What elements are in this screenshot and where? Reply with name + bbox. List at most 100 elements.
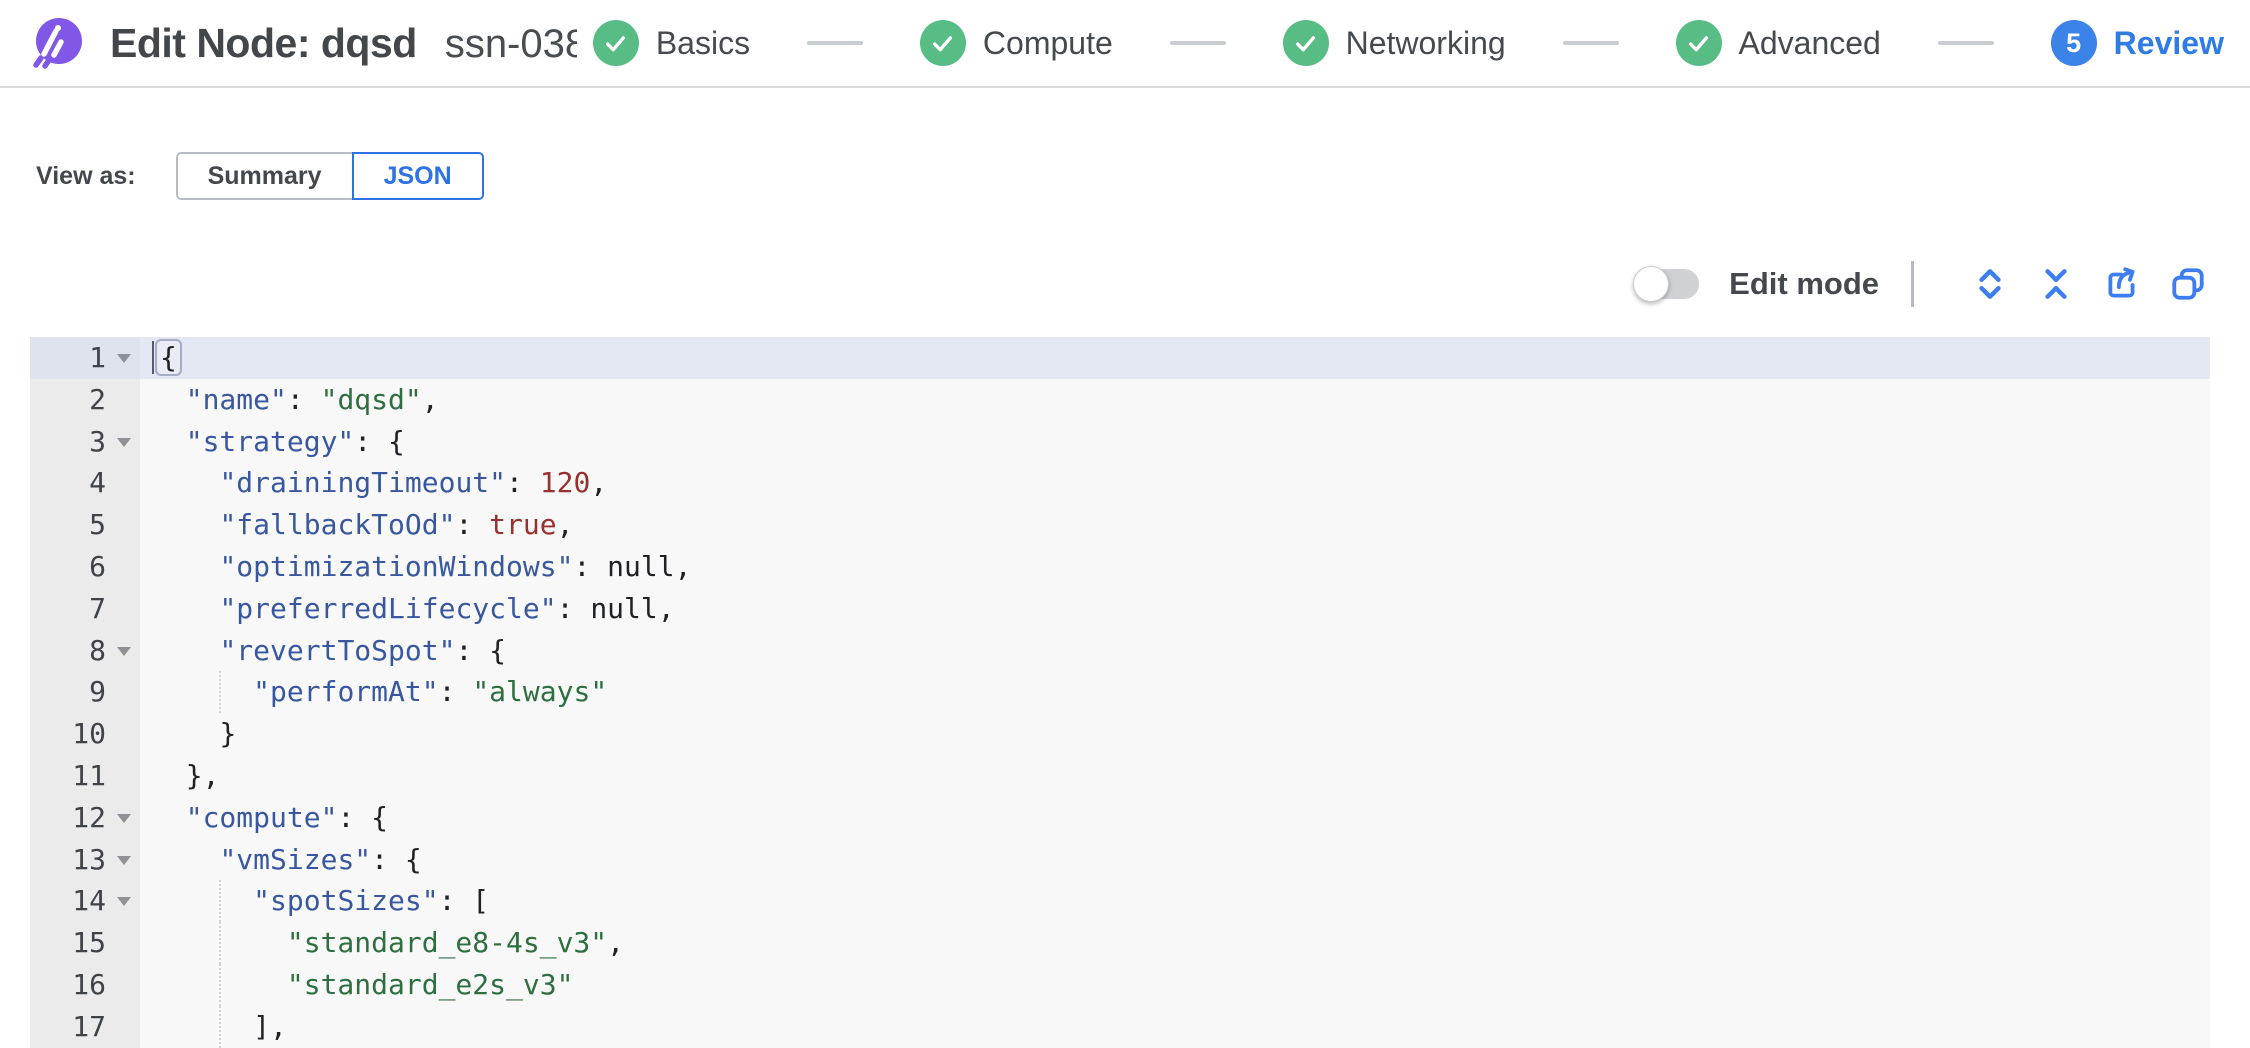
- copy-icon[interactable]: [2168, 264, 2208, 304]
- step-item-basics[interactable]: Basics: [592, 20, 751, 66]
- step-number-badge: 5: [2050, 20, 2097, 66]
- step-item-compute[interactable]: Compute: [919, 20, 1113, 66]
- indent-guide: [219, 671, 222, 714]
- gutter-cell: 11: [30, 754, 140, 797]
- gutter-cell: 13: [30, 838, 140, 881]
- step-item-networking[interactable]: Networking: [1282, 20, 1506, 66]
- view-as-json-button[interactable]: JSON: [351, 152, 484, 200]
- code-token: : {: [371, 842, 422, 876]
- code-content: "fallbackToOd": true,: [140, 504, 2210, 546]
- view-as-control: View as: Summary JSON: [36, 152, 484, 200]
- code-token: :: [438, 675, 473, 709]
- indent-guide: [219, 922, 222, 964]
- gutter-cell: 16: [30, 963, 140, 1006]
- code-token: "always": [472, 675, 608, 709]
- step-connector: [806, 41, 863, 45]
- code-line[interactable]: 3 "strategy": {: [30, 420, 2210, 463]
- gutter-cell: 9: [30, 671, 140, 714]
- code-line[interactable]: 2 "name": "dqsd",: [30, 378, 2210, 421]
- code-line[interactable]: 7 "preferredLifecycle": null,: [30, 587, 2210, 630]
- code-line[interactable]: 12 "compute": {: [30, 796, 2210, 839]
- code-token: "spotSizes": [253, 884, 439, 918]
- code-token: "vmSizes": [219, 842, 372, 876]
- step-connector: [1937, 41, 1994, 45]
- code-content: "name": "dqsd",: [140, 379, 2210, 421]
- code-token: ],: [253, 1009, 287, 1043]
- gutter-cell: 2: [30, 378, 140, 421]
- gutter-cell: 8: [30, 629, 140, 672]
- code-token: ,: [657, 591, 675, 625]
- code-token: :: [506, 466, 540, 500]
- code-token: ,: [674, 549, 692, 583]
- code-line[interactable]: 13 "vmSizes": {: [30, 838, 2210, 881]
- check-icon: [933, 35, 953, 51]
- check-icon: [1296, 35, 1316, 51]
- code-token: {: [155, 339, 182, 376]
- toggle-knob: [1633, 266, 1670, 302]
- code-line[interactable]: 6 "optimizationWindows": null,: [30, 545, 2210, 588]
- code-line[interactable]: 4 "drainingTimeout": 120,: [30, 462, 2210, 505]
- step-label: Compute: [982, 24, 1113, 61]
- gutter-cell: 5: [30, 504, 140, 546]
- code-token: ,: [421, 382, 439, 416]
- code-content: "spotSizes": [: [140, 880, 2210, 923]
- code-token: "name": [185, 382, 287, 416]
- code-token: ,: [607, 926, 625, 960]
- gutter-cell: 10: [30, 713, 140, 755]
- step-label: Networking: [1345, 24, 1506, 61]
- indent-guide: [219, 1005, 222, 1048]
- code-content: "strategy": {: [140, 421, 2210, 463]
- gutter-cell: 12: [30, 796, 140, 839]
- code-token: "optimizationWindows": [219, 549, 574, 583]
- code-line[interactable]: 9 "performAt": "always": [30, 671, 2210, 714]
- fold-arrow-icon[interactable]: [117, 855, 131, 865]
- code-content: "standard_e2s_v3": [140, 963, 2210, 1006]
- fold-arrow-icon[interactable]: [117, 437, 131, 447]
- code-token: "drainingTimeout": [219, 466, 507, 500]
- code-line[interactable]: 1{: [30, 337, 2210, 379]
- code-content: "vmSizes": {: [140, 839, 2210, 881]
- step-check-icon: [1282, 20, 1329, 66]
- code-line[interactable]: 5 "fallbackToOd": true,: [30, 504, 2210, 546]
- code-token: "dqsd": [320, 382, 422, 416]
- code-line[interactable]: 15 "standard_e8-4s_v3",: [30, 922, 2210, 964]
- fold-arrow-icon[interactable]: [117, 354, 131, 363]
- edit-mode-toggle[interactable]: [1633, 266, 1700, 302]
- export-icon[interactable]: [2102, 264, 2142, 304]
- code-token: },: [185, 758, 220, 792]
- view-as-summary-button[interactable]: Summary: [175, 152, 352, 200]
- code-token: }: [219, 717, 237, 751]
- code-token: "performAt": [253, 675, 439, 709]
- code-token: "standard_e8-4s_v3": [286, 926, 608, 960]
- code-content: "optimizationWindows": null,: [140, 546, 2210, 588]
- editor-toolbar: Edit mode: [1633, 258, 2208, 310]
- gutter-cell: 6: [30, 545, 140, 588]
- code-content: "performAt": "always": [140, 671, 2210, 714]
- fold-arrow-icon[interactable]: [117, 646, 131, 656]
- gutter-cell: 7: [30, 587, 140, 630]
- page-title: Edit Node: dqsd: [110, 19, 417, 66]
- code-token: "revertToSpot": [219, 633, 456, 667]
- code-token: : {: [354, 424, 405, 458]
- fold-arrow-icon[interactable]: [117, 897, 131, 907]
- code-line[interactable]: 14 "spotSizes": [: [30, 880, 2210, 923]
- code-line[interactable]: 10 }: [30, 713, 2210, 755]
- code-line[interactable]: 17 ],: [30, 1005, 2210, 1048]
- expand-all-icon[interactable]: [1970, 264, 2010, 304]
- step-item-advanced[interactable]: Advanced: [1675, 20, 1881, 66]
- collapse-all-icon[interactable]: [2036, 264, 2076, 304]
- code-content: "standard_e8-4s_v3",: [140, 922, 2210, 964]
- code-token: null: [607, 549, 675, 583]
- json-editor[interactable]: 1{2 "name": "dqsd",3 "strategy": {4 "dra…: [30, 337, 2210, 1048]
- code-token: : {: [455, 633, 507, 667]
- code-token: true: [489, 508, 557, 542]
- code-line[interactable]: 16 "standard_e2s_v3": [30, 963, 2210, 1006]
- code-token: "fallbackToOd": [219, 508, 456, 542]
- code-line[interactable]: 8 "revertToSpot": {: [30, 629, 2210, 672]
- step-label: Basics: [655, 24, 751, 61]
- fold-arrow-icon[interactable]: [117, 813, 131, 823]
- code-token: : {: [337, 800, 389, 834]
- code-line[interactable]: 11 },: [30, 754, 2210, 797]
